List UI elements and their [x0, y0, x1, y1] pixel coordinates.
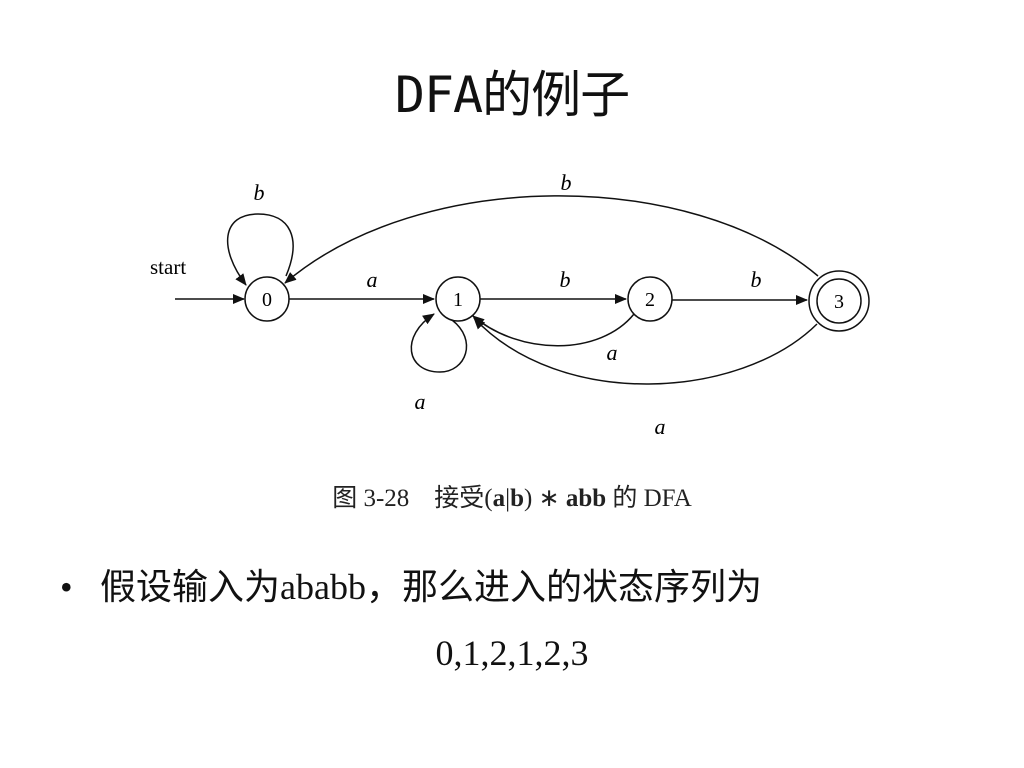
edge-2-1-label: a [607, 340, 618, 365]
edge-3-1-label: a [655, 414, 666, 439]
edge-2-1 [472, 313, 635, 347]
caption-star: ∗ [538, 485, 560, 512]
bullet-text: 假设输入为ababb，那么进入的状态序列为 [100, 567, 762, 607]
edge-2-3-label: b [751, 267, 762, 292]
edge-1-1-label: a [415, 389, 426, 414]
figure-caption: 图 3-28 接受(a|b) ∗ abb 的 DFA [0, 478, 1024, 514]
edge-3-1 [473, 317, 818, 385]
caption-regex-close: ) [524, 485, 533, 512]
caption-suffix: 的 DFA [612, 485, 692, 512]
edge-1-2-label: b [560, 267, 571, 292]
state-0: 0 [244, 276, 290, 322]
caption-regex-b: b [510, 485, 525, 512]
state-0-label: 0 [262, 289, 272, 311]
caption-accept: 接受( [434, 485, 493, 512]
bullet-marker: • [60, 567, 73, 607]
state-1-label: 1 [453, 289, 463, 311]
edge-0-1-label: a [367, 267, 378, 292]
caption-regex-bar: | [505, 485, 511, 512]
caption-figure-number: 图 3-28 [332, 485, 410, 512]
slide-title: DFA的例子 [394, 66, 630, 124]
state-2-label: 2 [645, 289, 655, 311]
edge-3-0-label: b [561, 170, 572, 195]
dfa-diagram: start 0 1 2 3 b a a b [150, 170, 870, 439]
state-3-accepting: 3 [808, 270, 870, 332]
edge-1-1 [410, 313, 468, 373]
caption-regex-abb: abb [565, 485, 607, 512]
caption-regex-a: a [492, 485, 506, 512]
edge-3-0 [284, 195, 819, 284]
state-2: 2 [627, 276, 673, 322]
bullet-point: • 假设输入为ababb，那么进入的状态序列为 [60, 562, 1000, 612]
state-3-label: 3 [834, 291, 844, 313]
state-1: 1 [435, 276, 481, 322]
edge-0-0-label: b [254, 180, 265, 205]
edge-0-0 [226, 213, 294, 286]
state-sequence: 0,1,2,1,2,3 [435, 633, 589, 673]
start-label: start [150, 255, 186, 279]
